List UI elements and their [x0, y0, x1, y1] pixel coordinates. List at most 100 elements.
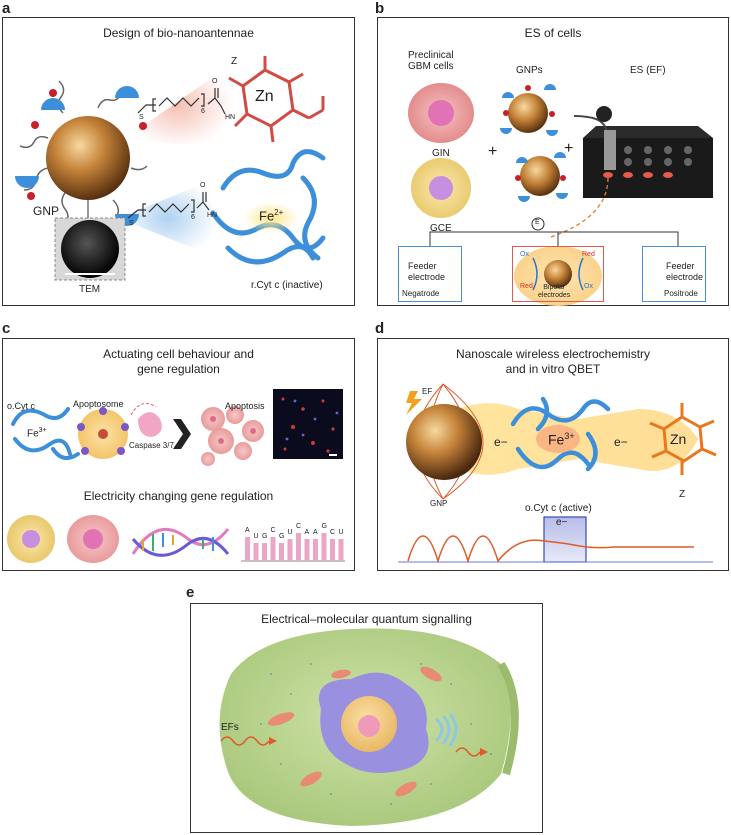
- gin-label: GIN: [432, 148, 450, 159]
- seq-bar: [287, 539, 293, 561]
- caspase-label: Caspase 3/7: [129, 441, 174, 450]
- seq-letter: A: [304, 529, 310, 536]
- ef-wave-in: [220, 736, 270, 746]
- bipolar-left-curve: [532, 257, 538, 291]
- red-2: Red: [520, 283, 533, 290]
- electrode-wire: [573, 115, 607, 131]
- caspase-arrow: [130, 402, 157, 416]
- seq-bar: [262, 543, 267, 561]
- electrode-knob: [596, 106, 612, 122]
- fe-label: Fe2+: [259, 208, 283, 223]
- fe-symbol: Fe: [259, 208, 275, 224]
- feeder-right-label: Feeder electrode: [666, 261, 704, 282]
- zn-label: Zn: [255, 88, 274, 105]
- apoptosome-label: Apoptosome: [73, 399, 124, 409]
- panel-b: ES of cells: [377, 17, 729, 306]
- protein-label-d: o.Cyt c (active): [525, 503, 592, 514]
- electrode-holder: [604, 130, 616, 170]
- blue-light-cone: [118, 178, 218, 258]
- apoptosome-subunits: [77, 407, 129, 455]
- cytoplasm-specks: [260, 663, 492, 805]
- ocytc-label: o.Cyt c: [7, 401, 36, 411]
- gnp-sphere: [46, 116, 130, 200]
- bipolar-label: Bipolar electrodes: [538, 284, 571, 299]
- seq-letter: U: [287, 529, 293, 536]
- transfer-window: [543, 516, 587, 563]
- seq-letter: C: [270, 527, 276, 534]
- panel-e: Electrical–molecular quantum signalling: [190, 603, 543, 833]
- lower-linker: [127, 192, 210, 219]
- seq-letter: C: [296, 523, 302, 530]
- ox-1: Ox: [520, 251, 529, 258]
- caspase: [138, 412, 162, 437]
- ocytc-ribbon-d: [510, 396, 611, 472]
- golgi: [434, 713, 458, 747]
- lower-linker-o: O: [200, 182, 206, 189]
- gnp-caps: [500, 84, 568, 202]
- seq-bar: [338, 539, 344, 561]
- negatrode-label: Negatrode: [402, 289, 440, 298]
- seq-letter: A: [245, 527, 250, 534]
- z-label-d: Z: [679, 489, 686, 500]
- gnp-label: GNP: [33, 204, 60, 218]
- plus-2: +: [564, 140, 574, 157]
- upper-linker: [137, 88, 226, 115]
- lower-linker-sub: 6: [191, 214, 195, 221]
- ef-arrow-in: [269, 737, 277, 745]
- fe3-charge: 3+: [38, 427, 47, 434]
- gnp-sphere-d: [406, 404, 482, 480]
- upper-linker-s: S: [139, 114, 144, 121]
- protein-label: r.Cyt c (inactive): [251, 280, 323, 291]
- panel-a: Design of bio-nanoantennae: [2, 17, 355, 306]
- panel-e-label: e: [186, 584, 195, 601]
- panel-c-subtitle: Electricity changing gene regulation: [83, 489, 274, 503]
- seq-bar: [245, 537, 250, 561]
- ox-2: Ox: [584, 283, 593, 290]
- rna-helix: [131, 528, 230, 557]
- gnp-1: [508, 93, 548, 133]
- micrograph: [273, 389, 343, 459]
- gnps-label: GNPs: [516, 65, 543, 76]
- gce-nucleus: [429, 176, 453, 200]
- tem-particle: [61, 220, 119, 278]
- feeder-left-label: Feeder electrode: [408, 261, 446, 282]
- lower-linker-s: S: [129, 220, 134, 227]
- seq-letter: A: [313, 529, 318, 536]
- cell-rim: [497, 661, 519, 776]
- panel-e-illustration: [219, 628, 519, 826]
- ef-arrow-out: [480, 748, 488, 756]
- zn-porphyrin-d: [649, 403, 717, 475]
- fe-label-d: Fe3+: [548, 431, 575, 448]
- nucleolus: [358, 715, 380, 737]
- e-symbol: E: [535, 219, 540, 226]
- panel-d: Nanoscale wireless electrochemistry and …: [377, 338, 729, 571]
- red-light-cone: [123, 63, 233, 148]
- gce-nucleus-c: [22, 530, 40, 548]
- seq-bar: [296, 533, 301, 561]
- seq-bar: [313, 539, 318, 561]
- ef-label: EF: [422, 387, 433, 396]
- apoptosis-label: Apoptosis: [225, 401, 265, 411]
- micrograph-red-spots: [281, 397, 335, 453]
- process-arrow: [173, 419, 191, 449]
- seq-bar: [330, 539, 335, 561]
- fe-symbol-d: Fe: [548, 431, 565, 448]
- preclinical-label: Preclinical GBM cells: [408, 50, 454, 72]
- negatrode-box: [398, 246, 462, 302]
- gnp-balls: [503, 85, 566, 181]
- electron-1: e−: [494, 435, 508, 449]
- dashed-connector: [547, 177, 609, 239]
- gin-nucleus: [428, 100, 454, 126]
- micrograph-blue-spots: [285, 399, 339, 441]
- wave-signal: [407, 535, 694, 564]
- bipolar-box: [512, 246, 604, 302]
- seq-letter: G: [279, 533, 285, 540]
- panel-e-title: Electrical–molecular quantum signalling: [261, 612, 472, 626]
- panel-b-title: ES of cells: [524, 26, 582, 40]
- ef-wave-out: [455, 747, 481, 757]
- seq-bars: [245, 533, 344, 561]
- circuit-wire: [429, 231, 679, 246]
- rna-rungs: [142, 533, 214, 551]
- seq-letter: G: [321, 523, 327, 530]
- panel-a-title: Design of bio-nanoantennae: [103, 26, 254, 40]
